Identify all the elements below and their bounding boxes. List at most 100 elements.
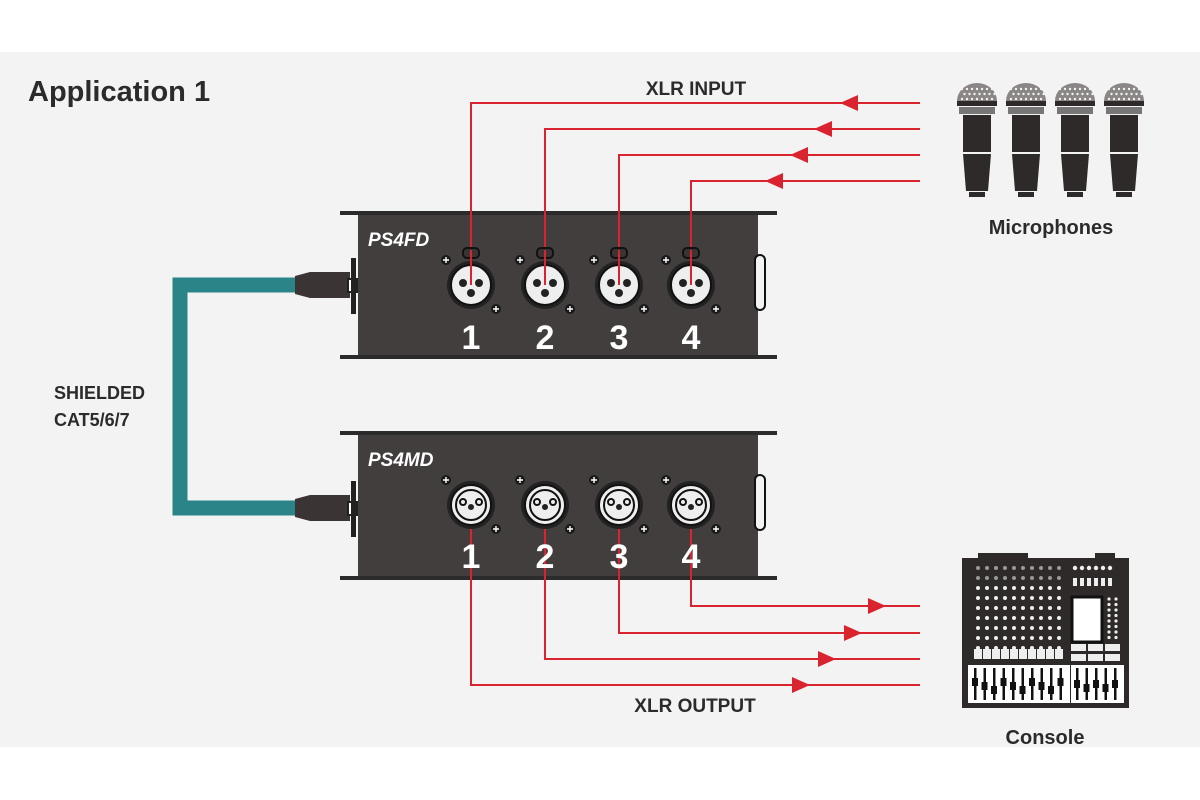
console-screen — [1070, 595, 1104, 644]
console-button — [1107, 565, 1113, 571]
console-fader-knob — [1083, 684, 1090, 692]
microphones-group — [957, 83, 1144, 197]
console-knob — [1057, 596, 1061, 600]
bottom-channel-number: 1 — [462, 538, 481, 576]
console-fader-knob — [972, 678, 978, 686]
console-knob — [1057, 626, 1061, 630]
console-fader — [1050, 668, 1053, 700]
console-button — [983, 649, 991, 659]
console-knob — [1021, 596, 1025, 600]
console-knob — [976, 566, 980, 570]
console-knob — [1057, 576, 1061, 580]
console-fader-knob — [1057, 678, 1064, 686]
arrow-left-icon — [790, 147, 808, 163]
console-knob — [1021, 586, 1025, 590]
console-button — [1079, 565, 1085, 571]
output-signal-lines — [470, 508, 920, 693]
console-knob — [976, 586, 980, 590]
output-signal-line — [690, 508, 920, 607]
console-knob — [994, 596, 998, 600]
console-button — [1001, 649, 1009, 659]
output-signal-line — [618, 508, 920, 634]
console-fader-knob — [1048, 686, 1054, 694]
console-fader-knob — [1038, 682, 1045, 690]
arrow-right-icon — [868, 598, 886, 614]
console-button — [1071, 654, 1086, 661]
side-port-icon — [754, 474, 766, 531]
diagram-title: Application 1 — [28, 76, 210, 108]
console-knob — [985, 636, 989, 640]
console-knob — [1030, 596, 1034, 600]
xlr-male-connector-icon — [514, 474, 576, 535]
console-knob — [1048, 586, 1052, 590]
diagram-canvas: Application 1 XLR INPUT XLR OUTPUT SHIEL… — [0, 52, 1200, 747]
console-button — [1080, 578, 1084, 586]
console-knob — [1030, 566, 1034, 570]
console-fader — [993, 668, 996, 700]
console-button — [1101, 578, 1105, 586]
console-knob — [994, 566, 998, 570]
console-knob — [1048, 606, 1052, 610]
console-button — [1086, 565, 1092, 571]
arrow-right-icon — [844, 625, 862, 641]
console-knob — [1021, 636, 1025, 640]
xlr-female-connector-icon — [660, 247, 722, 315]
bottom-channel-number: 4 — [682, 538, 701, 576]
console-knob — [1057, 616, 1061, 620]
arrow-left-icon — [765, 173, 783, 189]
console-knob — [1003, 586, 1007, 590]
console-knob — [1039, 566, 1043, 570]
top-channel-number: 3 — [610, 319, 629, 357]
console-knob — [985, 626, 989, 630]
console-knob — [976, 576, 980, 580]
xlr-male-connector-icon — [660, 474, 722, 535]
console-knob — [1057, 566, 1061, 570]
console-knob — [1021, 616, 1025, 620]
cable-label-line1: SHIELDED — [54, 383, 145, 403]
console-knob — [994, 626, 998, 630]
console-knob — [985, 616, 989, 620]
diagram-svg: Application 1 XLR INPUT XLR OUTPUT SHIEL… — [28, 76, 1144, 747]
console-knob — [1030, 576, 1034, 580]
microphone-icon — [957, 83, 997, 197]
top-channel-numbers: 1 2 3 4 — [462, 319, 701, 357]
console-knob — [1012, 576, 1016, 580]
console-knob — [1048, 566, 1052, 570]
console-knob — [994, 576, 998, 580]
console-knob — [1021, 576, 1025, 580]
console-knob — [1039, 606, 1043, 610]
console-knob — [976, 636, 980, 640]
console-knob — [1021, 606, 1025, 610]
console-knob — [1039, 626, 1043, 630]
console-button — [1037, 649, 1045, 659]
console-button — [1055, 649, 1063, 659]
xlr-female-connector-icon — [514, 247, 576, 315]
console-fader-knob — [1000, 678, 1007, 686]
top-channel-number: 4 — [682, 319, 701, 357]
console-fader-knob — [1102, 684, 1109, 692]
console-button — [1094, 578, 1098, 586]
xlr-female-connector-icon — [588, 247, 650, 315]
console-fader-knob — [1074, 680, 1080, 688]
xlr-female-connector-icon — [440, 247, 502, 315]
console-knob — [1003, 596, 1007, 600]
rj45-plug-top — [295, 258, 358, 314]
console-knob — [1003, 636, 1007, 640]
console-knob — [1021, 626, 1025, 630]
console-knob — [1021, 566, 1025, 570]
console-knob — [1030, 586, 1034, 590]
console-fader-knob — [1112, 680, 1118, 688]
console-knob — [1048, 626, 1052, 630]
bottom-channel-number: 2 — [536, 538, 555, 576]
arrow-left-icon — [840, 95, 858, 111]
console-button — [974, 649, 982, 659]
microphone-icon — [1104, 83, 1144, 197]
console-button — [1093, 565, 1099, 571]
console-knob — [1048, 636, 1052, 640]
console-button — [1105, 654, 1120, 661]
console-knob — [1048, 596, 1052, 600]
console-knob — [985, 606, 989, 610]
console-button — [1088, 644, 1103, 651]
xlr-male-connector-icon — [440, 474, 502, 535]
console-knob — [1048, 576, 1052, 580]
